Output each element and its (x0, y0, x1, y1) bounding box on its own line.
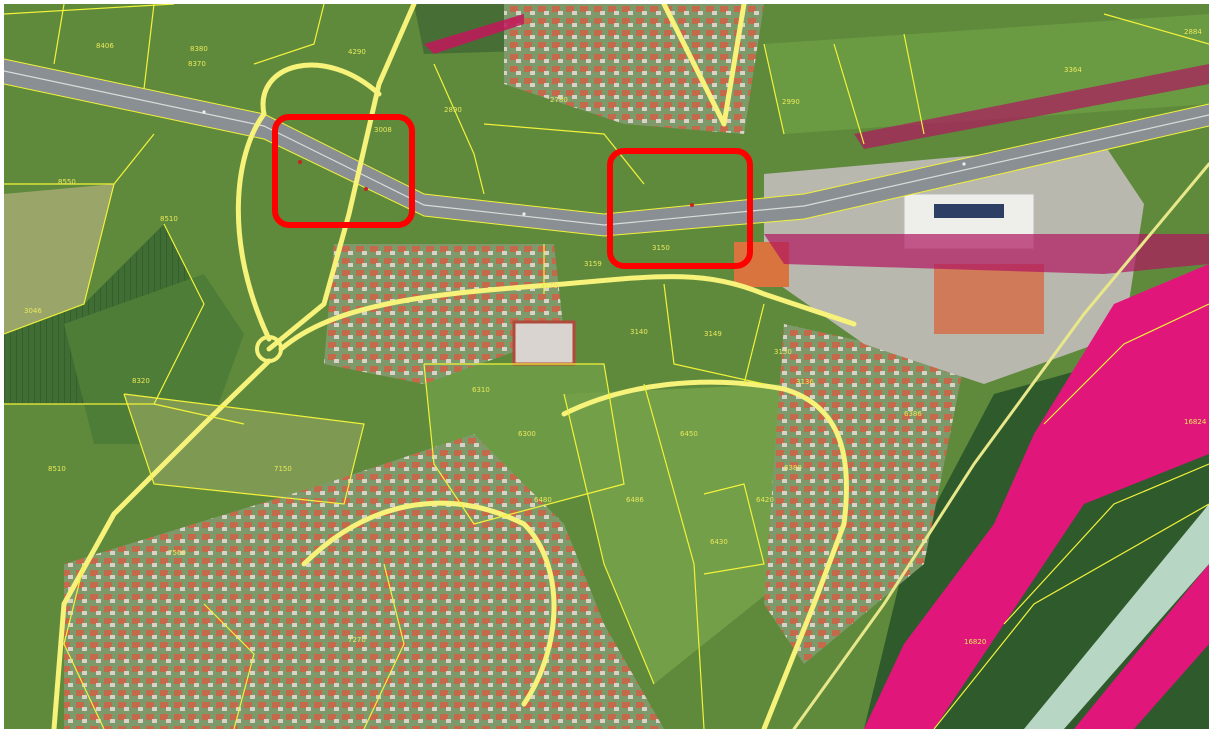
vehicle (962, 162, 966, 166)
highlight-box-motorway-underpass[interactable] (607, 148, 753, 269)
overpass-road (266, 4, 417, 352)
road-network (51, 4, 1209, 729)
magenta-strip-ne (854, 64, 1209, 149)
parcel-label: 3170 (540, 282, 558, 290)
vehicle (298, 160, 302, 164)
parcel-label: 6486 (626, 496, 644, 504)
protected-zones (424, 14, 1209, 729)
parcel-label: 7560 (168, 549, 186, 557)
parcel-label: 6300 (518, 430, 536, 438)
magenta-zone-riverbank (1074, 564, 1209, 729)
road-east (278, 274, 857, 352)
magenta-zone-east (864, 264, 1209, 729)
vehicle (522, 212, 526, 216)
parcel-label: 3008 (374, 126, 392, 134)
parcel-label: 2890 (444, 106, 462, 114)
parcel-labels: 8406 8380 8370 4290 2890 2780 3008 2990 … (24, 28, 1207, 646)
motorway-edge-north (4, 58, 1209, 215)
motorway-carriageway (4, 59, 1209, 236)
field-light (4, 184, 114, 334)
parcel-label: 7150 (274, 465, 292, 473)
map-view[interactable]: 8406 8380 8370 4290 2890 2780 3008 2990 … (4, 4, 1209, 729)
parcel-label: 2990 (782, 98, 800, 106)
parcel-label: 6380 (784, 464, 802, 472)
village-south (64, 434, 664, 729)
village-east (764, 324, 964, 664)
village-loop (301, 500, 557, 707)
parcel-label: 7270 (348, 636, 366, 644)
parcel-boundaries (4, 4, 1209, 729)
parcel-label: 8320 (132, 377, 150, 385)
parcel-label: 3136 (796, 378, 814, 386)
parcel-label: 3159 (584, 260, 602, 268)
parcel-label: 3046 (24, 307, 42, 315)
parcel-label: 16820 (964, 638, 986, 646)
vehicle (202, 110, 206, 114)
parcel-label: 8510 (48, 465, 66, 473)
highlight-boxes (272, 114, 753, 269)
village-north (504, 4, 764, 134)
ramp-west (235, 62, 382, 342)
vehicle (364, 187, 368, 191)
motorway (4, 58, 1209, 237)
school-roof (512, 320, 576, 366)
parcel-label: 3149 (704, 330, 722, 338)
field-south-center (564, 384, 804, 684)
parcel-label: 6430 (710, 538, 728, 546)
parcel-label: 6450 (680, 430, 698, 438)
parcel-label: 3150 (774, 348, 792, 356)
parcel-label: 3140 (630, 328, 648, 336)
solar-panels (934, 204, 1004, 218)
parcel-label: 6386 (904, 410, 922, 418)
parcel-label: 2780 (550, 96, 568, 104)
motorway-edge-south (4, 83, 1209, 237)
parcel-label: 3364 (1064, 66, 1082, 74)
parcel-label: 3150 (652, 244, 670, 252)
rail-line (792, 162, 1209, 729)
parcel-label: 8380 (190, 45, 208, 53)
parcel-label: 8406 (96, 42, 114, 50)
parcel-label: 2884 (1184, 28, 1202, 36)
parcel-label: 8510 (160, 215, 178, 223)
vehicle (690, 203, 694, 207)
road-north-village (661, 4, 747, 127)
highlight-box-bridge-crossing[interactable] (272, 114, 415, 228)
parcel-label: 6420 (756, 496, 774, 504)
cadastral-map[interactable]: 8406 8380 8370 4290 2890 2780 3008 2990 … (4, 4, 1209, 729)
village-center (324, 244, 564, 384)
factory-roof (934, 264, 1044, 334)
parcel-label: 16824 (1184, 418, 1207, 426)
magenta-strip-motorway (764, 234, 1209, 274)
main-road-south (51, 358, 272, 729)
field-light-south (124, 394, 364, 504)
parcel-label: 8550 (58, 178, 76, 186)
parcel-label: 4290 (348, 48, 366, 56)
motorway-median (4, 70, 1209, 226)
parcel-label: 6480 (534, 496, 552, 504)
parcel-label: 6310 (472, 386, 490, 394)
parcel-label: 8370 (188, 60, 206, 68)
field-west-dark (64, 274, 244, 444)
road-curve (561, 379, 849, 729)
river (1024, 504, 1209, 729)
magenta-strip-north (424, 14, 524, 54)
